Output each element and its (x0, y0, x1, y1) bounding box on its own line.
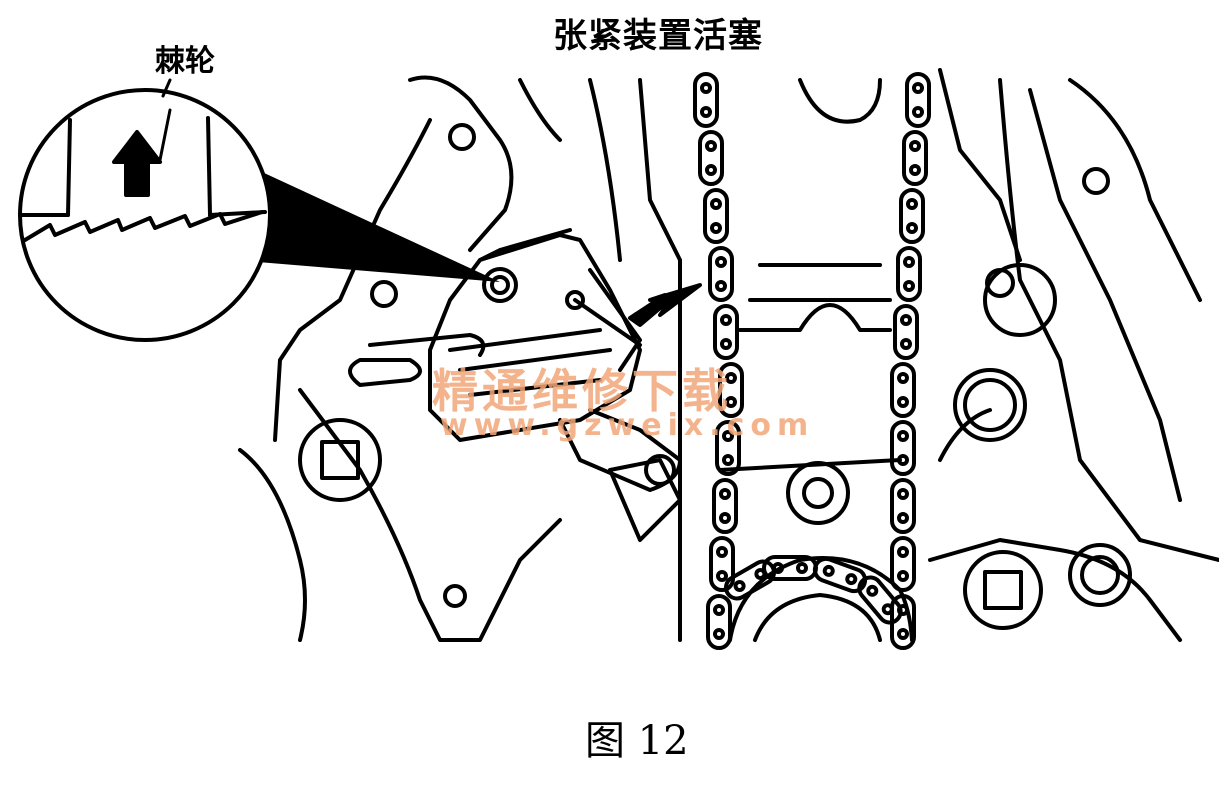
chain-link (698, 130, 724, 186)
timing-chain-right (890, 72, 931, 650)
chain-link (857, 575, 903, 625)
chain-link (712, 478, 738, 534)
chain-tensioner (348, 228, 682, 492)
chain-link (706, 594, 732, 650)
watermark-name: 精通维修下载 (432, 364, 732, 418)
chain-link (890, 420, 916, 476)
chain-link (890, 478, 916, 534)
chain-link (902, 130, 928, 186)
callout-wedge (258, 172, 500, 282)
watermark-url: www.gzweix.com (440, 408, 815, 443)
chain-link (899, 188, 925, 244)
chain-link (708, 246, 734, 302)
chain-link (890, 362, 916, 418)
ratchet-magnifier (18, 78, 272, 342)
piston-pointer-arrow (628, 283, 702, 327)
chain-link (693, 72, 719, 128)
chain-link (905, 72, 931, 128)
chain-link (890, 536, 916, 592)
chain-link (812, 556, 868, 594)
ratchet-label: 棘轮 (155, 44, 215, 79)
chain-link (893, 304, 919, 360)
timing-chain-left (693, 72, 744, 650)
chain-link (713, 304, 739, 360)
chain-link (703, 188, 729, 244)
figure-caption: 图 12 (585, 718, 689, 764)
tensioner-piston-label: 张紧装置活塞 (553, 16, 763, 56)
bolt-holes (298, 123, 1132, 630)
timing-chain-bottom (724, 555, 903, 625)
chain-link (896, 246, 922, 302)
chain-link (718, 362, 744, 418)
chain-link (709, 536, 735, 592)
chain-link (715, 420, 741, 476)
up-arrow-icon (112, 130, 162, 197)
